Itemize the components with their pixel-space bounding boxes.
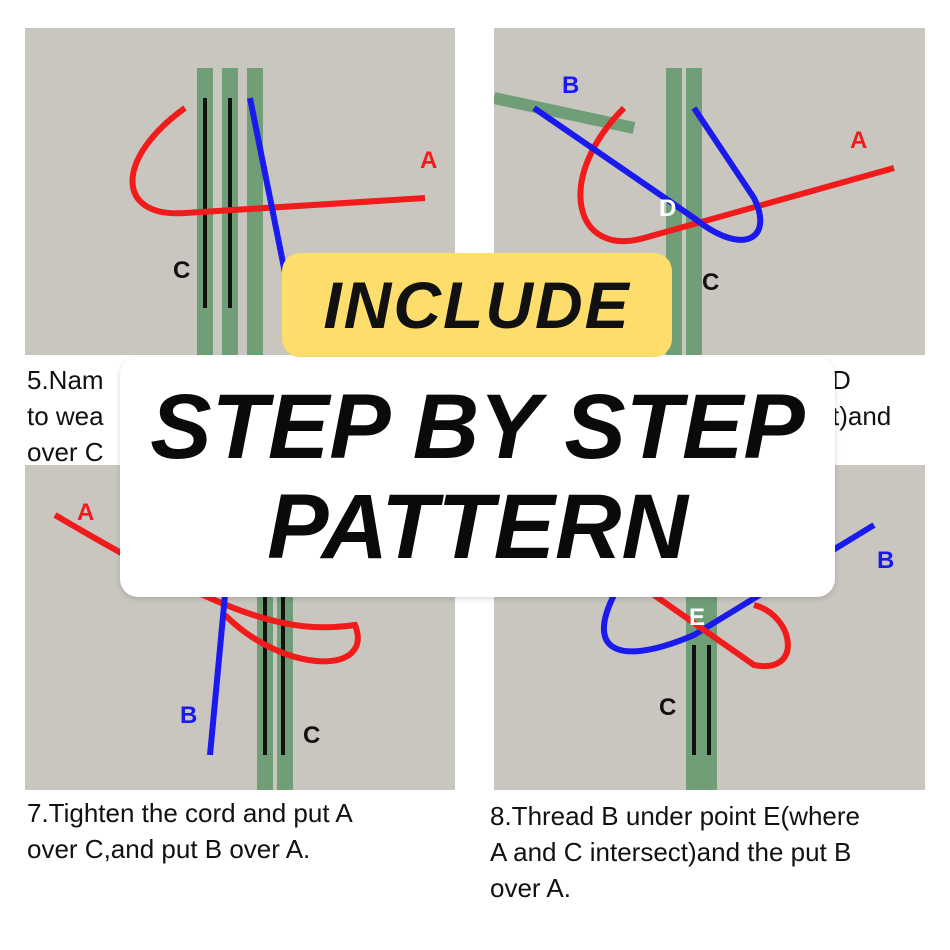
label-d: D: [659, 195, 676, 222]
include-badge: INCLUDE: [282, 253, 672, 357]
title-banner: STEP BY STEP PATTERN: [120, 357, 835, 597]
label-b: B: [562, 72, 579, 99]
label-c: C: [303, 722, 320, 749]
caption-line: 7.Tighten the cord and put A: [27, 798, 353, 828]
caption-line: 5.Nam: [27, 365, 104, 395]
label-b: B: [877, 547, 894, 574]
caption-line: D: [832, 365, 851, 395]
caption-line: over C,and put B over A.: [27, 834, 311, 864]
caption-line: 8.Thread B under point E(where: [490, 801, 860, 831]
caption-line: to wea: [27, 401, 104, 431]
title-line-2: PATTERN: [267, 476, 688, 578]
label-e: E: [689, 604, 705, 631]
label-a: A: [420, 147, 437, 174]
step-5-caption: 5.Nam to wea over C: [27, 362, 104, 470]
label-a: A: [77, 499, 94, 526]
label-a: A: [850, 127, 867, 154]
title-line-1: STEP BY STEP: [150, 376, 805, 478]
label-c: C: [659, 694, 676, 721]
step-8-caption: 8.Thread B under point E(where A and C in…: [490, 798, 860, 906]
caption-line: over A.: [490, 873, 571, 903]
label-c: C: [702, 269, 719, 296]
step-5-photo: A C: [25, 28, 455, 355]
caption-line: t)and: [832, 401, 892, 431]
step-6-photo: B A D C: [494, 28, 925, 355]
label-b: B: [180, 702, 197, 729]
label-c: C: [173, 257, 190, 284]
step-7-caption: 7.Tighten the cord and put A over C,and p…: [27, 795, 353, 867]
caption-line: over C: [27, 437, 104, 467]
caption-line: A and C intersect)and the put B: [490, 837, 852, 867]
